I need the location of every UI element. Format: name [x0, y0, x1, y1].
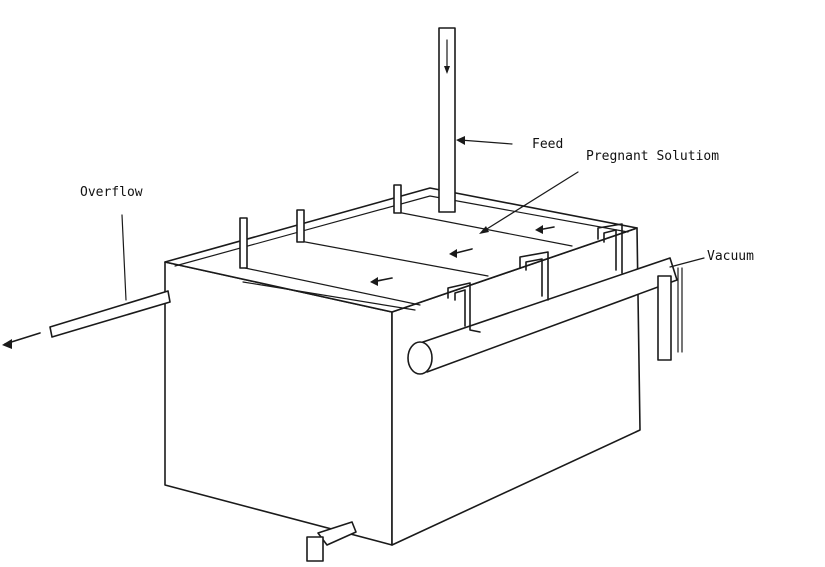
pregnant-solution-label: Pregnant Solutiom: [586, 149, 720, 164]
tank: [164, 187, 641, 546]
feed-label: Feed: [532, 137, 564, 152]
feed-leader: [459, 139, 513, 145]
vacuum-leader: [669, 257, 705, 268]
tank-top: [164, 187, 638, 313]
pregnant-solution-leader: [481, 171, 579, 233]
overflow-pipe: [2, 290, 171, 349]
baffles: [242, 211, 573, 311]
drain-pipe: [306, 521, 357, 562]
top-pipes: [239, 184, 402, 269]
overflow-label: Overflow: [80, 185, 143, 200]
tank-inner-rim: [174, 195, 629, 267]
leader-lines: [121, 136, 705, 301]
vacuum-header: [407, 257, 683, 375]
feed-pipe: [438, 27, 456, 213]
siphons: [447, 223, 623, 333]
vacuum-label: Vacuum: [707, 249, 754, 264]
overflow-leader: [121, 214, 127, 301]
flow-arrows: [370, 225, 555, 286]
